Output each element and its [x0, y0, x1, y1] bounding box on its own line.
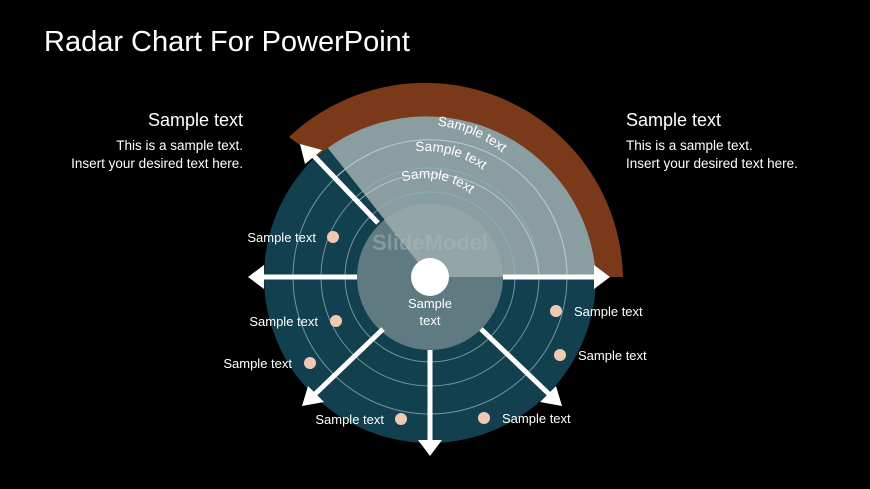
- point-marker-3: [304, 357, 316, 369]
- data-points: [304, 231, 566, 425]
- slide-title: Radar Chart For PowerPoint: [44, 26, 410, 58]
- center-label-line-1: Sample: [408, 296, 452, 311]
- point-marker-4: [395, 413, 407, 425]
- center-label-line-2: text: [420, 313, 441, 328]
- point-marker-5: [478, 412, 490, 424]
- right-line-2: Insert your desired text here.: [626, 156, 798, 171]
- right-heading: Sample text: [626, 110, 722, 130]
- point-marker-2: [330, 315, 342, 327]
- outer-arc-band: [289, 82, 623, 278]
- point-label-4: Sample text: [315, 412, 384, 427]
- right-text-block: Sample text This is a sample text. Inser…: [626, 110, 798, 173]
- left-text-block: Sample text This is a sample text. Inser…: [71, 110, 243, 173]
- point-marker-6: [554, 349, 566, 361]
- point-label-2: Sample text: [249, 314, 318, 329]
- point-marker-7: [550, 305, 562, 317]
- point-label-6: Sample text: [578, 348, 647, 363]
- point-label-1: Sample text: [247, 230, 316, 245]
- point-label-7: Sample text: [574, 304, 643, 319]
- right-line-1: This is a sample text.: [626, 138, 753, 153]
- point-label-5: Sample text: [502, 411, 571, 426]
- point-marker-1: [327, 231, 339, 243]
- point-label-3: Sample text: [223, 356, 292, 371]
- center-highlight: [384, 203, 504, 277]
- left-line-1: This is a sample text.: [116, 138, 243, 153]
- radar-spokes: [248, 144, 610, 456]
- watermark: SlideModel: [372, 230, 488, 255]
- left-heading: Sample text: [147, 110, 243, 130]
- left-line-2: Insert your desired text here.: [71, 156, 243, 171]
- center-hub: [411, 258, 449, 296]
